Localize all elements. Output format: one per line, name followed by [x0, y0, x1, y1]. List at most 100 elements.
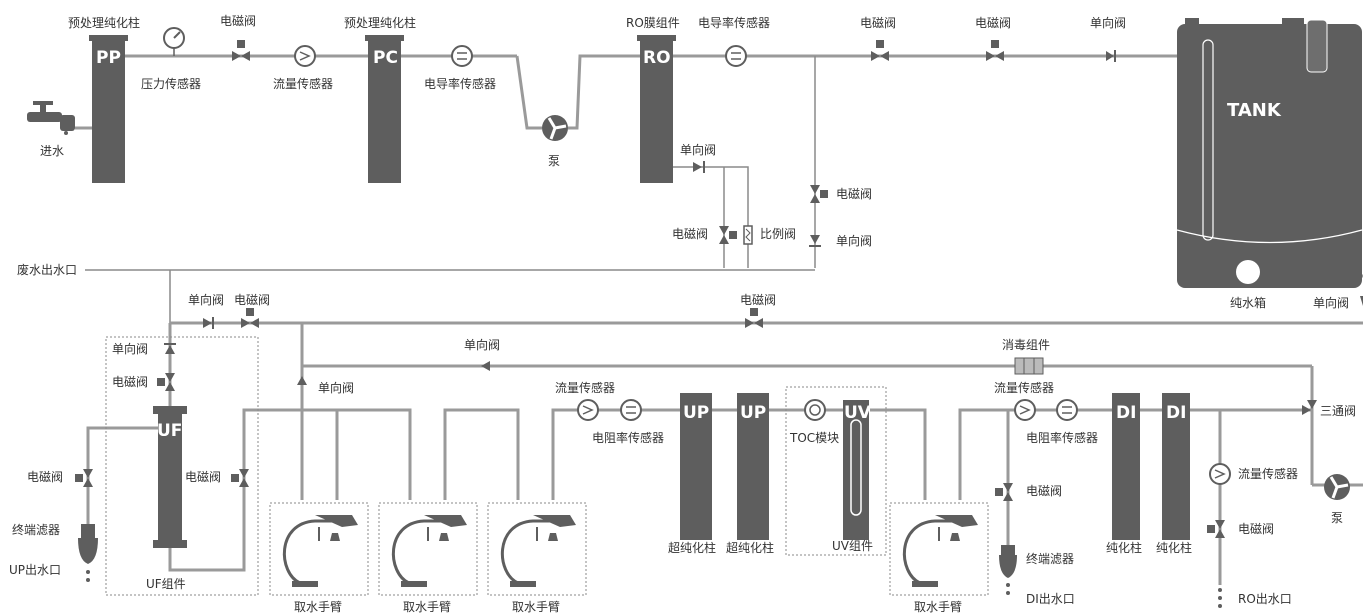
solenoid-label-3: 电磁阀: [975, 15, 1011, 30]
uf-label: UF组件: [146, 577, 186, 591]
check-valve-drop-label: 单向阀: [318, 380, 354, 395]
solenoid-valve-ro-left-icon: [719, 226, 737, 244]
up-col-label-1: 超纯化柱: [668, 540, 716, 555]
check-valve-ro2-icon: [809, 235, 821, 247]
arm-label-2: 取水手臂: [403, 600, 451, 614]
pump-icon-2: [1324, 474, 1350, 500]
solenoid-label-1: 电磁阀: [220, 13, 256, 28]
terminal-filter-di-icon: [999, 545, 1017, 595]
pc-badge: PC: [373, 48, 398, 68]
check-valve-ro-icon: [693, 161, 705, 173]
di-column-2: [1162, 393, 1190, 540]
solenoid-di-label: 电磁阀: [1026, 483, 1062, 498]
tank-label: 纯水箱: [1230, 295, 1266, 310]
resist-sensor-di-label: 电阻率传感器: [1026, 430, 1098, 445]
solenoid-ro-left-label: 电磁阀: [672, 226, 708, 241]
solenoid-ro-right-label: 电磁阀: [836, 186, 872, 201]
faucet-icon: [27, 101, 75, 135]
dispenser-arm-icon-3: [500, 515, 576, 587]
inlet-label: 进水: [40, 144, 64, 158]
solenoid-mid-label: 电磁阀: [740, 292, 776, 307]
flow-sensor-ro-label: 流量传感器: [1238, 466, 1298, 481]
disinfect-module-icon: [1014, 357, 1044, 375]
uv-lamp: [843, 400, 869, 540]
tank-title: TANK: [1227, 100, 1282, 121]
disinfect-label: 消毒组件: [1002, 338, 1050, 352]
uv-label: UV组件: [832, 539, 873, 553]
di-badge-2: DI: [1166, 403, 1186, 423]
di-column-1: [1112, 393, 1140, 540]
terminal-filter-di-label: 终端滤器: [1026, 551, 1074, 566]
toc-label: TOC模块: [789, 431, 839, 445]
pp-badge: PP: [96, 48, 121, 68]
waste-outlet-label: 废水出水口: [17, 262, 77, 277]
solenoid-valve-icon-2: [871, 40, 889, 61]
ro-badge: RO: [643, 48, 671, 68]
conductivity-sensor-icon-2: [725, 45, 747, 67]
labels: 预处理纯化柱 PP 压力传感器 电磁阀 流量传感器 预处理纯化柱 PC 电导率传…: [9, 13, 1356, 614]
flow-sensor-up-label: 流量传感器: [555, 380, 615, 395]
toc-icon: [804, 399, 826, 421]
dispenser-arm-icon-2: [391, 515, 467, 587]
flow-sensor-ro-icon: [1209, 463, 1231, 485]
check-valve-tank-label: 单向阀: [1313, 295, 1349, 310]
check-valve-drop-icon: [297, 376, 307, 385]
resistivity-sensor-up-icon: [620, 399, 642, 421]
pump-icon: [542, 115, 568, 141]
solenoid-valve-ro-right-icon: [810, 185, 828, 203]
check-valve-uf-a-label: 单向阀: [112, 341, 148, 356]
check-valve-uf-in-label: 单向阀: [188, 292, 224, 307]
check-valve-tank-icon: [1360, 296, 1363, 306]
arm-label-3: 取水手臂: [512, 600, 560, 614]
check-valve-return-label: 单向阀: [464, 337, 500, 352]
check-valve-return-icon: [481, 361, 490, 371]
check-valve-uf-in-icon: [203, 317, 214, 329]
flow-sensor-up-icon: [577, 399, 599, 421]
solenoid-valve-uf-a-icon: [157, 373, 175, 391]
tank: [1176, 18, 1363, 288]
solenoid-valve-up-out-icon: [75, 469, 93, 487]
solenoid-valve-di-icon: [995, 483, 1013, 501]
conductivity-sensor-icon: [451, 45, 473, 67]
three-way-label: 三通阀: [1320, 404, 1356, 418]
cond-sensor-label-1: 电导率传感器: [424, 76, 496, 91]
uv-badge: UV: [844, 403, 872, 423]
check-valve-ro2-label: 单向阀: [836, 233, 872, 248]
cond-sensor-label-2: 电导率传感器: [698, 15, 770, 30]
ratio-valve-label: 比例阀: [760, 227, 796, 241]
solenoid-valve-mid-icon: [745, 308, 763, 328]
flow-sensor-label-1: 流量传感器: [273, 76, 333, 91]
ro-outlet-drops-icon: [1218, 588, 1222, 608]
solenoid-valve-ro-out-icon: [1207, 520, 1225, 538]
check-valve-ro-label: 单向阀: [680, 142, 716, 157]
pump-label-2: 泵: [1331, 511, 1343, 525]
dotted-groups: [105, 336, 989, 596]
flow-sensor-icon: [294, 45, 316, 67]
solenoid-valve-uf-in-icon: [241, 308, 259, 328]
ratio-valve-icon: [743, 225, 753, 245]
pump-label-1: 泵: [548, 154, 560, 168]
solenoid-valve-icon-3: [986, 40, 1004, 61]
di-outlet-label: DI出水口: [1026, 592, 1075, 606]
solenoid-up-out-label: 电磁阀: [27, 469, 63, 484]
pp-column: [89, 35, 128, 183]
solenoid-ro-out-label: 电磁阀: [1238, 521, 1274, 536]
di-col-label-1: 纯化柱: [1106, 540, 1142, 555]
pressure-sensor-label: 压力传感器: [141, 76, 201, 91]
arm-label-4: 取水手臂: [914, 600, 962, 614]
pp-top-label: 预处理纯化柱: [68, 15, 140, 30]
di-badge-1: DI: [1116, 403, 1136, 423]
flow-sensor-di-label: 流量传感器: [994, 380, 1054, 395]
check-valve-icon: [1106, 50, 1116, 62]
three-way-valve-icon: [1302, 400, 1317, 415]
solenoid-valve-icon: [232, 40, 250, 61]
pc-top-label: 预处理纯化柱: [344, 15, 416, 30]
flow-sensor-di-icon: [1014, 399, 1036, 421]
uf-column: [153, 406, 187, 548]
up-badge-2: UP: [740, 403, 766, 423]
ro-outlet-label: RO出水口: [1238, 592, 1292, 606]
terminal-filter-up-icon: [78, 524, 98, 582]
ro-top-label: RO膜组件: [626, 16, 680, 30]
di-col-label-2: 纯化柱: [1156, 540, 1192, 555]
